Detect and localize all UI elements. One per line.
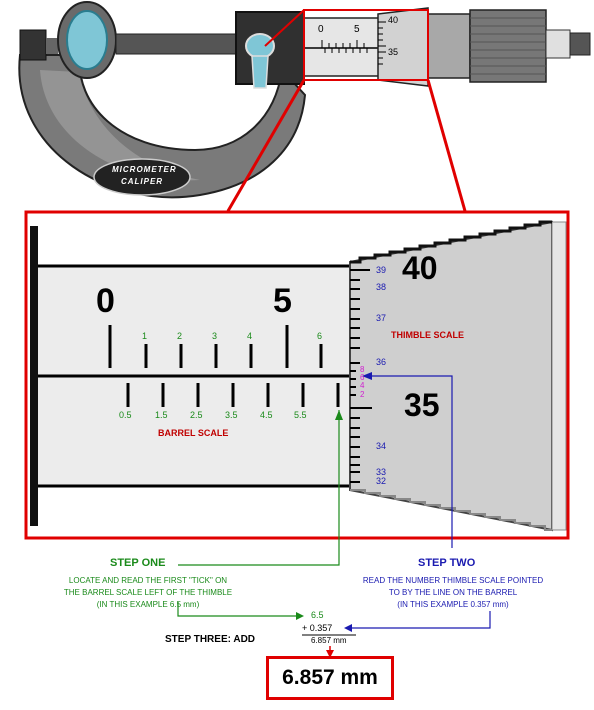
thimble-label-32: 32 [376, 476, 387, 486]
frame-lens [66, 10, 108, 70]
barrel-lower-label-1-5: 1.5 [155, 410, 168, 420]
step-one-line-2: THE BARREL SCALE LEFT OF THE THIMBLE [63, 588, 233, 597]
barrel-upper-ticks [108, 325, 323, 368]
step-two-line-3: (IN THIS EXAMPLE 0.357 mm) [397, 600, 509, 609]
thimble-label-37: 37 [376, 313, 387, 323]
ratchet [469, 9, 547, 83]
mini-barrel-label-5: 5 [354, 24, 360, 35]
thimble-big-label-40: 40 [402, 250, 438, 286]
caliper-badge [93, 158, 191, 196]
anvil-edge [30, 226, 38, 526]
thimble-scale-label: THIMBLE SCALE [391, 330, 464, 340]
mini-thimble-label-40: 40 [388, 15, 399, 25]
barrel-scale-label: BARREL SCALE [158, 428, 229, 438]
step-one-line-1: LOCATE AND READ THE FIRST "TICK" ON [68, 576, 228, 585]
barrel-major-label-5: 5 [273, 282, 292, 320]
mini-barrel-label-0: 0 [318, 24, 324, 35]
thimble-magenta-4: 4 [360, 381, 365, 390]
thimble-big-label-35: 35 [404, 387, 440, 423]
zoom-connector [226, 9, 467, 212]
barrel-lower-label-3-5: 3.5 [225, 410, 238, 420]
step-two-pointer [344, 372, 491, 632]
sum-term-a: 6.5 [311, 610, 324, 620]
barrel-upper-label-6: 6 [317, 331, 323, 341]
barrel-upper-label-2: 2 [177, 331, 183, 341]
mini-thimble-label-35: 35 [388, 47, 399, 57]
barrel-upper-label-4: 4 [247, 331, 253, 341]
step-two-title: STEP TWO [418, 557, 476, 569]
thimble-label-39: 39 [376, 265, 387, 275]
caliper-label-2: CALIPER [120, 177, 164, 186]
thimble-magenta-6: 6 [360, 373, 365, 382]
step-one-title: STEP ONE [110, 557, 166, 569]
sum-total: 6.857 mm [311, 636, 347, 645]
barrel-lower-label-2-5: 2.5 [190, 410, 203, 420]
caliper-label-1: MICROMETER [112, 165, 177, 174]
result-value: 6.857 mm [266, 656, 394, 700]
thimble-label-38: 38 [376, 282, 387, 292]
anvil [19, 29, 47, 61]
step-two-line-2: TO BY THE LINE ON THE BARREL [388, 588, 518, 597]
sum-term-b: + 0.357 [302, 623, 333, 633]
barrel-lower-label-0-5: 0.5 [119, 410, 132, 420]
thimble-label-33: 33 [376, 467, 387, 477]
step-two-line-1: READ THE NUMBER THIMBLE SCALE POINTED [362, 576, 544, 585]
mini-barrel [303, 17, 381, 77]
thimble-ticks [350, 269, 372, 483]
barrel-upper-label-3: 3 [212, 331, 218, 341]
thimble-magenta-2: 2 [360, 390, 365, 399]
mini-thimble [377, 7, 429, 87]
thimble-magenta-8: 8 [360, 365, 365, 374]
barrel-lower-label-4-5: 4.5 [260, 410, 273, 420]
step-one-line-3: (IN THIS EXAMPLE 6.5 mm) [96, 600, 200, 609]
barrel-lower-label-5-5: 5.5 [294, 410, 307, 420]
step-three-title: STEP THREE: ADD [165, 634, 256, 645]
barrel-lower-ticks [126, 383, 340, 407]
frame-body [18, 54, 307, 199]
spindle-shaft [115, 33, 237, 55]
barrel-upper-label-1: 1 [142, 331, 148, 341]
thimble-label-34: 34 [376, 441, 387, 451]
micrometer-illustration [18, 1, 591, 199]
barrel-major-label-0: 0 [96, 282, 115, 320]
thimble-label-36: 36 [376, 357, 387, 367]
step-one-pointer [177, 410, 343, 620]
